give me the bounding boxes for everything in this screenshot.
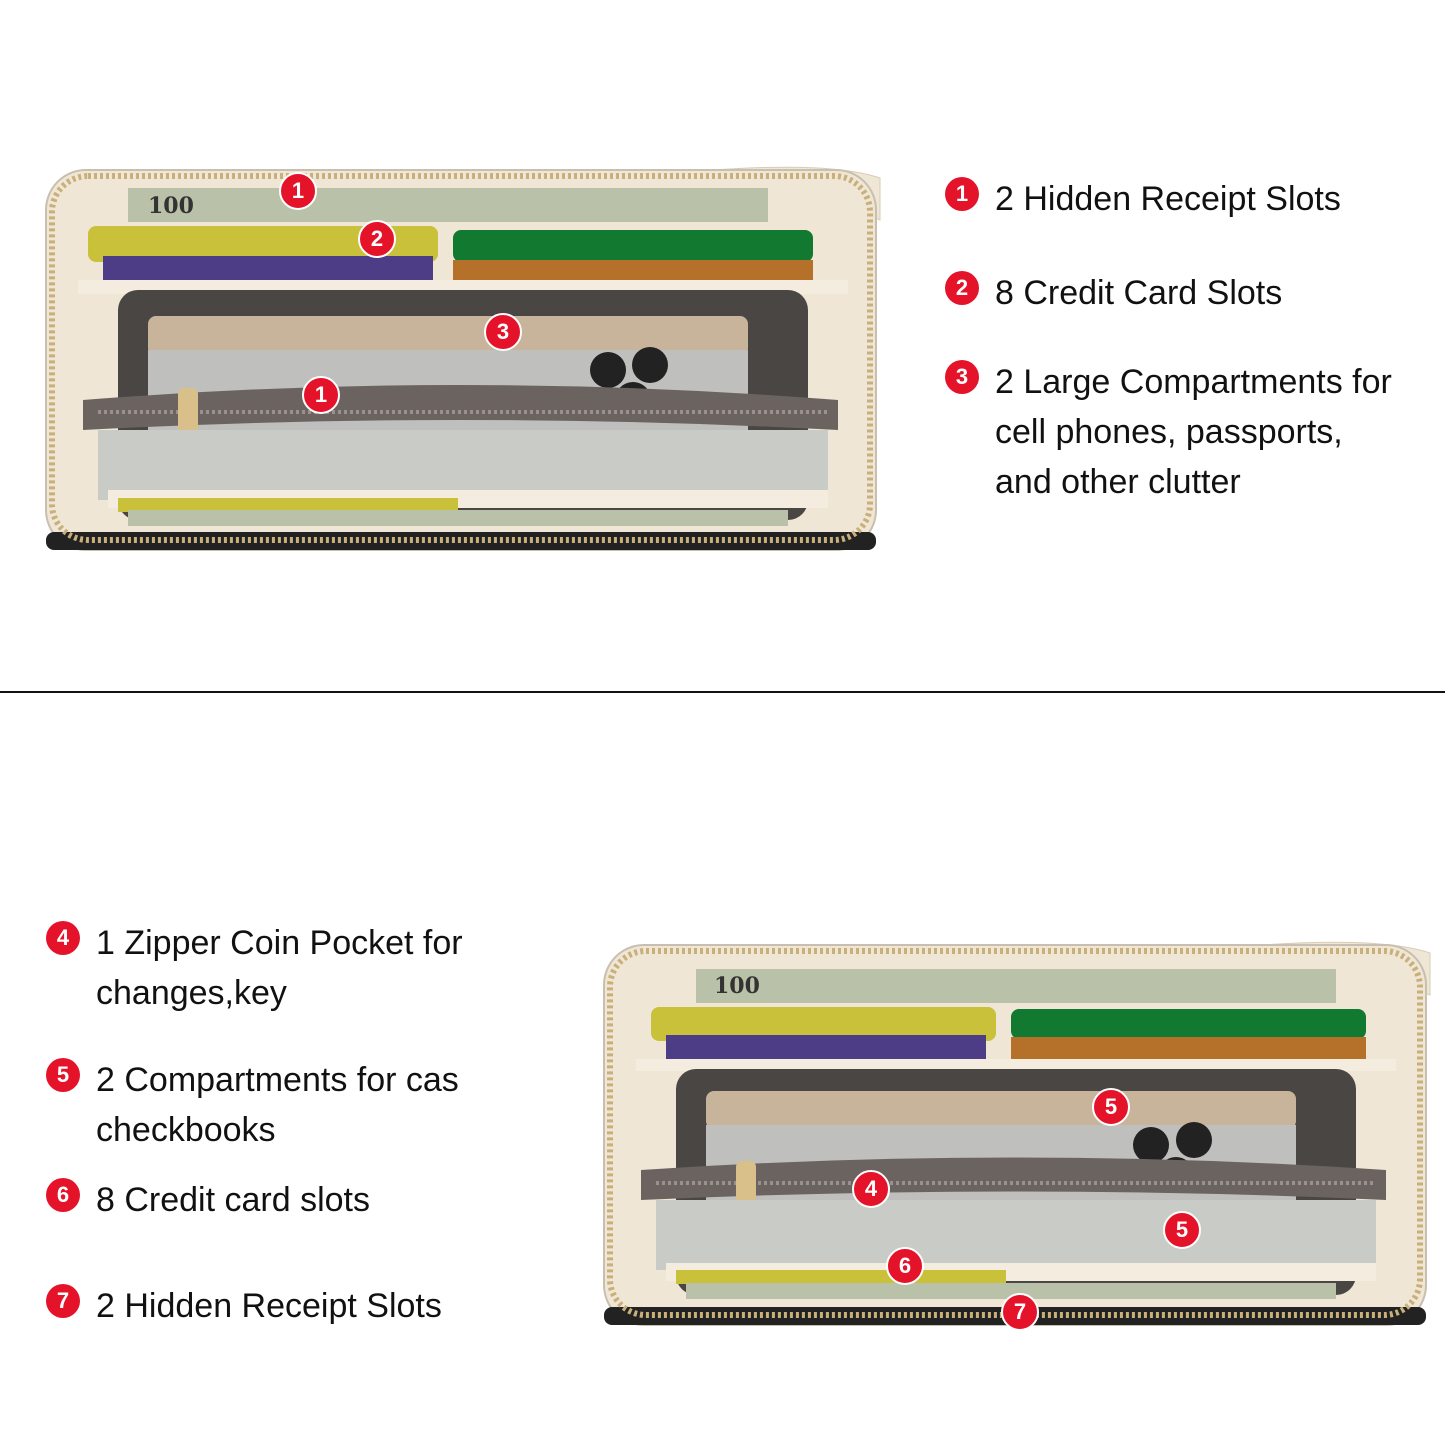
feature-number: 1 bbox=[945, 177, 979, 211]
marker-receipt-slots: 7 bbox=[1001, 1293, 1039, 1331]
marker-card-slots: 6 bbox=[886, 1247, 924, 1285]
feature-item: 6 8 Credit card slots bbox=[46, 1175, 370, 1225]
feature-item: 4 1 Zipper Coin Pocket for changes,key bbox=[46, 918, 463, 1018]
feature-number: 7 bbox=[46, 1284, 80, 1318]
feature-number: 4 bbox=[46, 921, 80, 955]
marker-card-slots: 2 bbox=[358, 220, 396, 258]
feature-text: 8 Credit card slots bbox=[96, 1181, 370, 1219]
banknote-label: 100 bbox=[714, 973, 760, 999]
feature-text: 8 Credit Card Slots bbox=[995, 274, 1283, 312]
feature-text: 2 Large Compartments for cell phones, pa… bbox=[995, 363, 1392, 501]
feature-number: 5 bbox=[46, 1058, 80, 1092]
wallet-photo-bottom: 100 5 4 5 6 7 bbox=[596, 935, 1436, 1335]
feature-item: 2 8 Credit Card Slots bbox=[945, 268, 1282, 318]
wallet-photo-top: 100 1 2 3 1 bbox=[38, 160, 888, 560]
feature-item: 5 2 Compartments for cas checkbooks bbox=[46, 1055, 459, 1155]
marker-large-compartments: 3 bbox=[484, 313, 522, 351]
feature-number: 6 bbox=[46, 1178, 80, 1212]
feature-text: 2 Compartments for cas checkbooks bbox=[96, 1061, 459, 1149]
wallet-illustration-bottom: 100 bbox=[603, 941, 1431, 1326]
banknote-label: 100 bbox=[148, 193, 194, 219]
feature-text: 2 Hidden Receipt Slots bbox=[96, 1287, 442, 1325]
feature-text: 1 Zipper Coin Pocket for changes,key bbox=[96, 924, 463, 1012]
feature-item: 1 2 Hidden Receipt Slots bbox=[945, 174, 1341, 224]
feature-item: 7 2 Hidden Receipt Slots bbox=[46, 1281, 442, 1331]
feature-number: 3 bbox=[945, 360, 979, 394]
wallet-illustration-top: 100 bbox=[45, 166, 881, 551]
marker-coin-pocket: 4 bbox=[852, 1170, 890, 1208]
marker-receipt-slots-lower: 1 bbox=[302, 376, 340, 414]
section-divider bbox=[0, 691, 1445, 693]
marker-compartment-lower: 5 bbox=[1163, 1211, 1201, 1249]
marker-compartment-upper: 5 bbox=[1092, 1088, 1130, 1126]
marker-receipt-slots: 1 bbox=[279, 172, 317, 210]
feature-number: 2 bbox=[945, 271, 979, 305]
feature-text: 2 Hidden Receipt Slots bbox=[995, 180, 1341, 218]
feature-item: 3 2 Large Compartments for cell phones, … bbox=[945, 357, 1392, 507]
